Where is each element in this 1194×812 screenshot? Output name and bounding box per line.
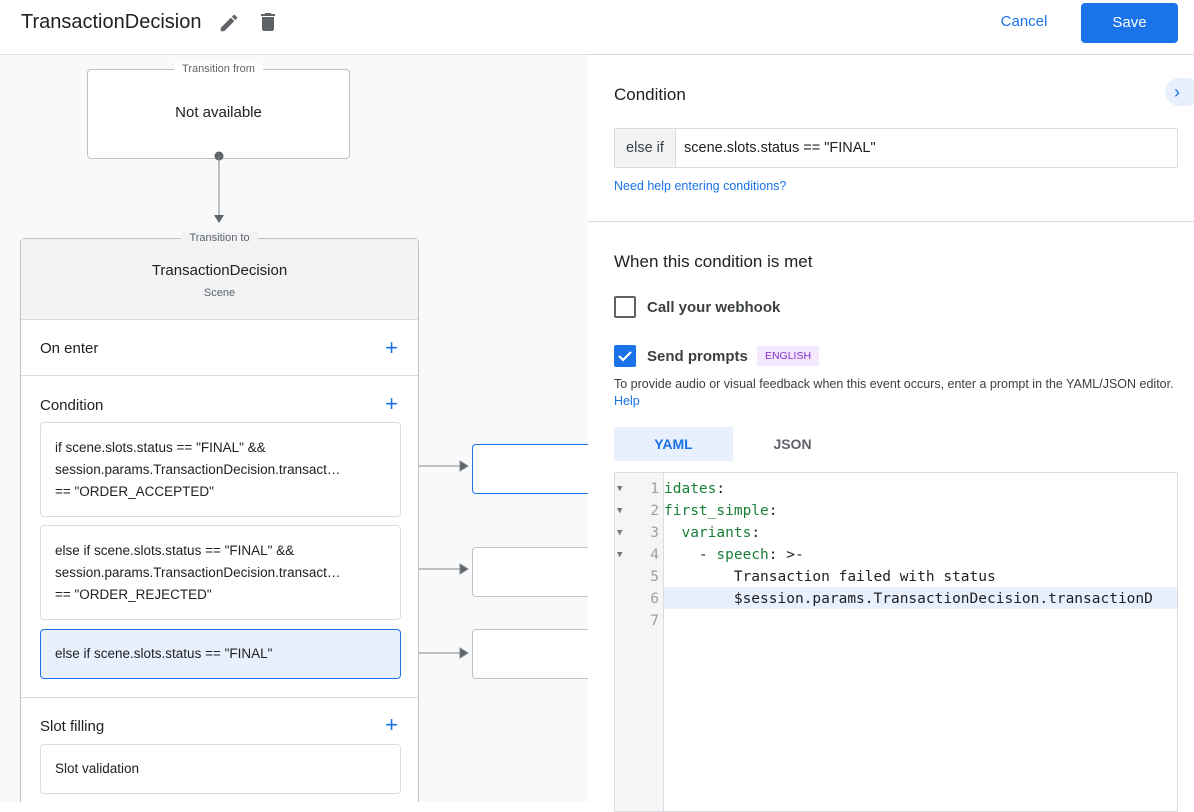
code-editor[interactable]: ▼ 1 idates: ▼ 2 first_simple: ▼ 3 variants: ▼ 4 -… — [614, 472, 1178, 812]
info-text: To provide audio or visual feedback when… — [614, 376, 1174, 410]
header: TransactionDecision Cancel Save — [0, 0, 1194, 55]
scene-title: TransactionDecision — [21, 11, 202, 33]
condition-label: Condition — [40, 397, 104, 414]
webhook-checkbox[interactable] — [614, 296, 636, 318]
scene-name: TransactionDecision — [151, 262, 288, 279]
code-text: $session.params.TransactionDecision.tran… — [664, 591, 1153, 607]
code-line: ▼ 3 variants: — [615, 522, 1177, 544]
condition-line: session.params.TransactionDecision.trans… — [55, 564, 341, 580]
help-link[interactable]: Help — [614, 394, 640, 408]
fold-arrow-icon[interactable]: ▼ — [617, 550, 623, 560]
divider — [588, 221, 1194, 222]
send-prompts-label: Send prompts — [647, 348, 748, 365]
code-key: speech — [716, 547, 769, 563]
webhook-label: Call your webhook — [647, 299, 781, 316]
collapse-panel-chevron-icon[interactable]: › — [1165, 78, 1194, 106]
code-punct: : — [768, 503, 778, 519]
line-number: 1 — [650, 481, 659, 497]
tab-json[interactable]: JSON — [773, 436, 812, 452]
code-line: ▼ 1 idates: — [615, 478, 1177, 500]
fold-arrow-icon[interactable]: ▼ — [617, 484, 623, 494]
code-key: idates — [664, 481, 717, 497]
line-number: 5 — [650, 569, 659, 585]
code-line: ▼ 2 first_simple: — [615, 500, 1177, 522]
condition-target-2[interactable] — [472, 547, 588, 597]
condition-input[interactable]: else if scene.slots.status == "FINAL" — [614, 128, 1178, 168]
add-condition-icon[interactable]: + — [385, 391, 398, 416]
code-indent: - — [664, 547, 717, 563]
condition-line: else if scene.slots.status == "FINAL" — [55, 646, 273, 661]
on-enter-section[interactable]: On enter + — [21, 320, 418, 376]
send-prompts-checkbox[interactable] — [614, 345, 636, 367]
code-line: 7 — [615, 610, 1177, 632]
condition-section: Condition + if scene.slots.status == "FI… — [21, 376, 418, 698]
line-number: 7 — [650, 613, 659, 629]
slot-validation-card[interactable]: Slot validation — [40, 744, 401, 794]
condition-prefix: else if — [615, 129, 676, 167]
language-badge: ENGLISH — [757, 346, 819, 366]
check-icon — [618, 351, 632, 362]
edit-icon[interactable] — [218, 12, 240, 34]
condition-value[interactable]: scene.slots.status == "FINAL" — [684, 140, 876, 156]
code-line: 5 Transaction failed with status — [615, 566, 1177, 588]
transition-from-value: Not available — [175, 104, 262, 121]
condition-card[interactable]: if scene.slots.status == "FINAL" && sessi… — [40, 422, 401, 517]
condition-line: == "ORDER_REJECTED" — [55, 586, 212, 602]
condition-line: session.params.TransactionDecision.trans… — [55, 461, 341, 477]
code-line: ▼ 4 - speech: >- — [615, 544, 1177, 566]
condition-panel: › Condition else if scene.slots.status =… — [588, 55, 1194, 812]
help-conditions-link[interactable]: Need help entering conditions? — [614, 179, 787, 193]
condition-line: if scene.slots.status == "FINAL" && — [55, 439, 266, 455]
condition-line: == "ORDER_ACCEPTED" — [55, 483, 214, 499]
code-text: Transaction failed with status — [664, 569, 996, 585]
scene-box: Transition to TransactionDecision Scene … — [20, 232, 419, 802]
condition-target-1[interactable] — [472, 444, 588, 494]
delete-icon[interactable] — [256, 10, 280, 34]
transition-to-legend: Transition to — [181, 232, 258, 244]
code-key: variants — [681, 525, 752, 541]
slot-filling-section: Slot filling + Slot validation — [21, 698, 418, 802]
slot-filling-label: Slot filling — [40, 718, 105, 735]
slot-validation-label: Slot validation — [55, 761, 140, 776]
line-number: 6 — [650, 591, 659, 607]
code-key: first_simple — [664, 503, 769, 519]
line-number: 3 — [650, 525, 659, 541]
condition-card-selected[interactable]: else if scene.slots.status == "FINAL" — [40, 629, 401, 679]
line-number: 2 — [650, 503, 659, 519]
code-punct: : — [751, 525, 761, 541]
condition-title: Condition — [614, 85, 686, 104]
transition-from-legend: Transition from — [174, 63, 263, 75]
met-title: When this condition is met — [614, 252, 813, 271]
on-enter-label: On enter — [40, 340, 99, 357]
transition-from-box: Transition from Not available — [87, 63, 350, 159]
tab-yaml[interactable]: YAML — [614, 427, 733, 461]
code-punct: : — [716, 481, 726, 497]
flow-canvas: Transition from Not available Transition… — [0, 55, 588, 802]
line-number: 4 — [650, 547, 659, 563]
fold-arrow-icon[interactable]: ▼ — [617, 506, 623, 516]
code-punct: : >- — [768, 547, 804, 563]
condition-card[interactable]: else if scene.slots.status == "FINAL" &&… — [40, 525, 401, 620]
scene-type: Scene — [203, 287, 236, 299]
fold-arrow-icon[interactable]: ▼ — [617, 528, 623, 538]
code-indent — [664, 525, 681, 541]
save-button[interactable]: Save — [1081, 3, 1178, 43]
add-on-enter-icon[interactable]: + — [385, 335, 398, 360]
cancel-button[interactable]: Cancel — [1000, 13, 1048, 30]
info-text-body: To provide audio or visual feedback when… — [614, 377, 1174, 391]
code-line: 6 $session.params.TransactionDecision.tr… — [615, 588, 1177, 610]
condition-line: else if scene.slots.status == "FINAL" && — [55, 542, 295, 558]
add-slot-icon[interactable]: + — [385, 712, 398, 737]
condition-target-3[interactable] — [472, 629, 588, 679]
